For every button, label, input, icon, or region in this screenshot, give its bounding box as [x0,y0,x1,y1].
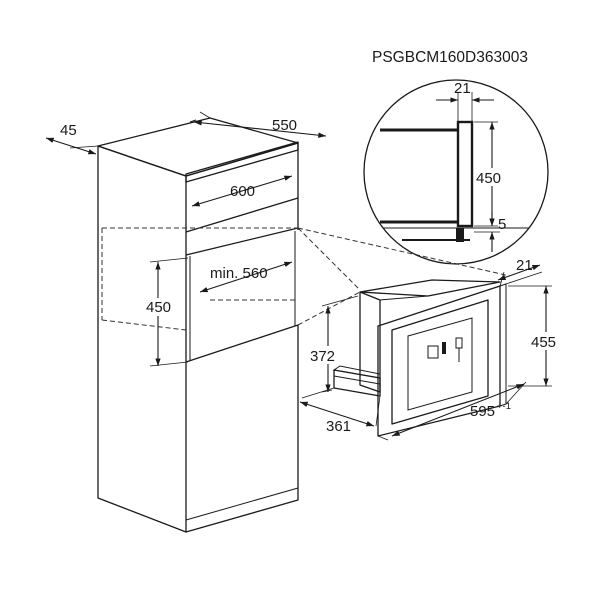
dim-label-600: 600 [230,183,255,200]
dimension-appliance-body-depth: 361 [299,387,381,435]
dimension-cabinet-depth: 550 [193,111,327,138]
detail-dim-label-450: 450 [476,170,501,187]
dimension-appliance-front-height: 455 [508,285,564,387]
dimension-appliance-panel-depth: 21 [497,257,543,287]
dimension-niche-height: 450 [144,257,189,367]
dim-label-550: 550 [272,117,297,134]
dimension-appliance-body-height: 372 [308,295,359,393]
detail-dim-label-5: 5 [498,216,506,233]
detail-view: 21 450 5 [363,79,549,265]
appliance-coffee-machine [332,279,507,437]
dimension-cabinet-depth-side: 45 [45,122,99,155]
dim-label-450: 450 [146,299,171,316]
dim-label-21: 21 [516,257,533,274]
tall-cabinet [97,117,299,533]
dim-label-45: 45 [60,122,77,139]
dimension-niche-depth: min. 560 [199,261,293,293]
dim-label-372: 372 [310,348,335,365]
dimension-niche-width: 600 [191,175,293,207]
dim-label-595-tolerance: +-1 [497,401,511,412]
dim-label-361: 361 [326,418,351,435]
dim-label-595: 595 [470,403,495,420]
dim-label-455: 455 [531,334,556,351]
detail-dim-label-21: 21 [454,80,471,97]
model-code: PSGBCM160D363003 [372,49,528,66]
dim-label-min-560: min. 560 [210,265,268,282]
dimension-appliance-width: 595 +-1 [377,381,527,441]
